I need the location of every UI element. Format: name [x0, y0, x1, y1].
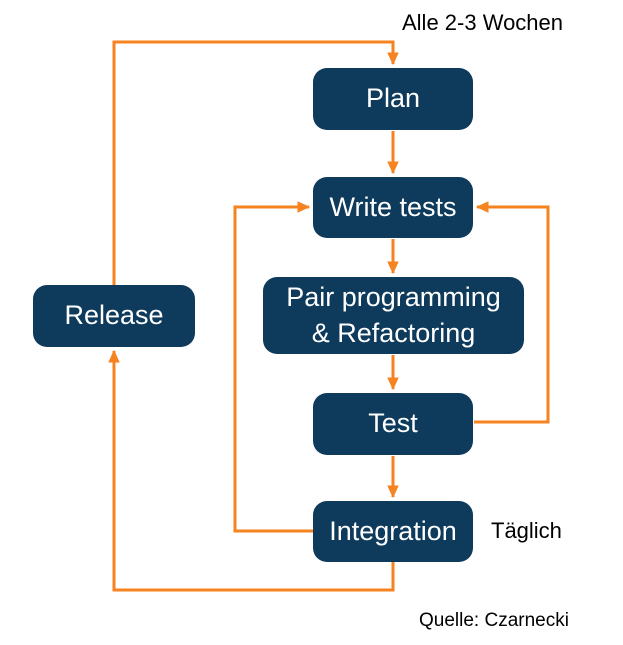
- edge-integration-to-write-tests-loop: [233, 201, 313, 533]
- source-credit: Quelle: Czarnecki: [419, 610, 569, 631]
- edge-integration-to-release: [108, 349, 395, 592]
- node-write-tests-label: Write tests: [329, 191, 457, 222]
- node-pair-label-line2: & Refactoring: [311, 317, 476, 348]
- node-release-label: Release: [64, 300, 164, 331]
- edge-release-to-plan: [112, 40, 399, 285]
- node-integration-label: Integration: [329, 515, 457, 546]
- node-test-label: Test: [368, 408, 418, 439]
- node-integration: Integration: [313, 501, 473, 562]
- node-plan: Plan: [313, 68, 473, 130]
- node-pair-programming-refactoring: Pair programming & Refactoring: [263, 277, 524, 354]
- node-pair-label-line1: Pair programming: [286, 282, 501, 313]
- daily-note: Täglich: [491, 518, 562, 543]
- edge-test-to-write-tests-loop: [474, 201, 550, 424]
- node-test: Test: [313, 393, 473, 455]
- cycle-duration-note: Alle 2-3 Wochen: [402, 10, 564, 35]
- node-write-tests: Write tests: [313, 177, 473, 238]
- node-release: Release: [33, 285, 195, 347]
- node-plan-label: Plan: [365, 83, 421, 114]
